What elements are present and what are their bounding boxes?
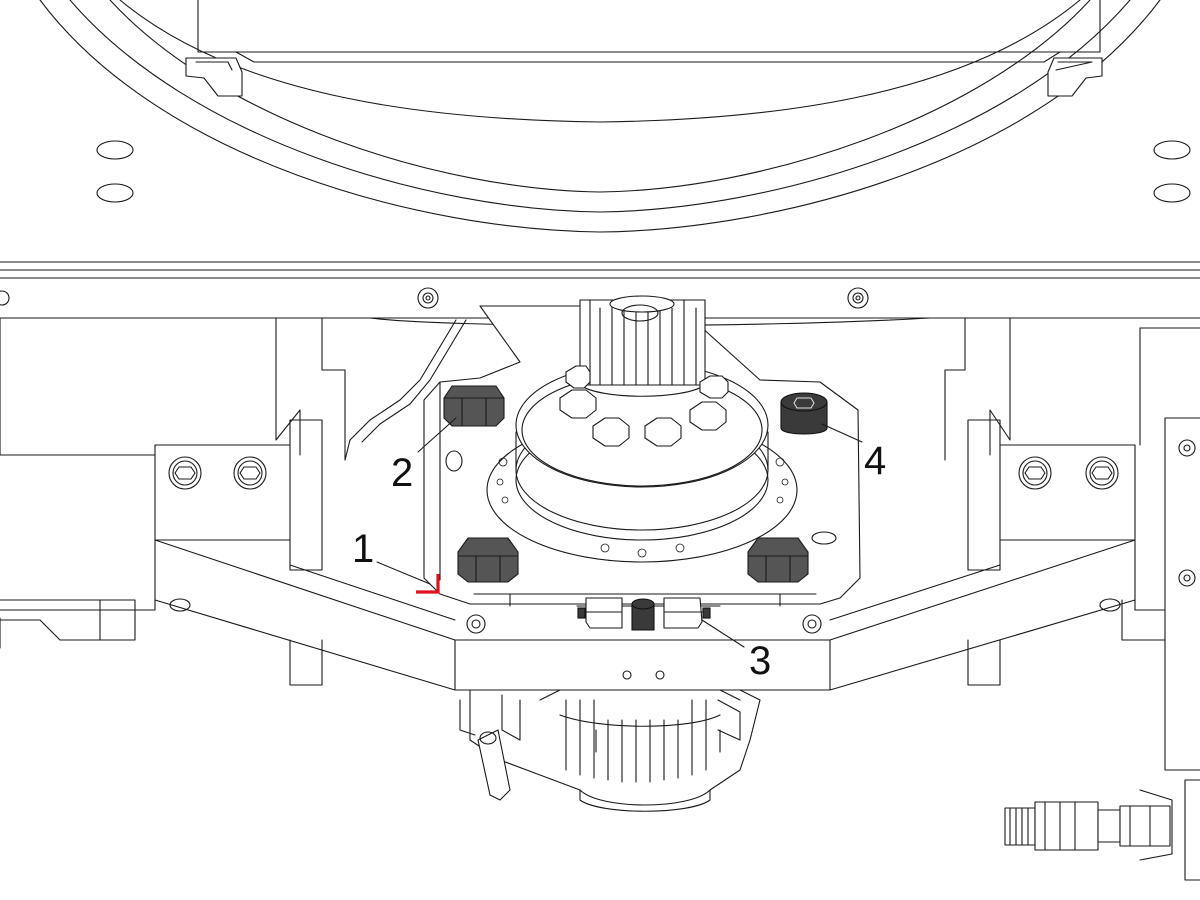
socket-screw-left-1-icon <box>168 456 202 490</box>
carriage-body <box>154 539 1136 691</box>
callout-3: 3 <box>749 639 771 683</box>
edge-highlight-marker <box>416 574 440 594</box>
hub-bolt-icon <box>644 417 682 447</box>
carriage-screw-left-icon <box>466 614 486 634</box>
leader-line-2 <box>417 417 457 453</box>
side-screw-upper-icon <box>1178 439 1196 457</box>
side-screw-lower-icon <box>1178 569 1196 587</box>
set-screw-icon <box>631 598 655 631</box>
drive-motor <box>459 689 761 812</box>
socket-screw-left-2-icon <box>233 456 267 490</box>
callout-1: 1 <box>352 527 374 571</box>
hex-bolt-top-left-icon <box>443 385 505 427</box>
socket-screw-right-2-icon <box>1085 456 1119 490</box>
rail-screw-left-edge-icon <box>0 290 10 306</box>
callout-4: 4 <box>864 439 886 483</box>
hub-bolts <box>559 365 729 447</box>
motor-flange <box>486 362 798 563</box>
clamp-block-left-icon <box>585 597 623 629</box>
rail-screw-right-icon <box>847 287 869 309</box>
rail-screw-left-icon <box>417 287 439 309</box>
quick-coupling-fitting-icon <box>1004 779 1200 881</box>
clamp-assembly <box>576 597 721 631</box>
left-frame <box>0 317 346 686</box>
socket-screw-right-1-icon <box>1018 456 1052 490</box>
hex-bolt-bottom-left-icon <box>457 537 519 583</box>
socket-head-cap-screw-icon <box>780 392 828 435</box>
motor-fitting-icon <box>477 729 511 801</box>
hub-bolt-icon <box>689 401 727 431</box>
hub-bolt-icon <box>565 365 591 389</box>
hub-bolt-icon <box>592 417 630 447</box>
right-frame <box>944 317 1200 771</box>
pinion-gear-icon <box>579 295 706 397</box>
hex-bolt-bottom-right-icon <box>747 537 809 583</box>
base-plate-holes <box>96 140 1191 203</box>
hub-bolt-icon <box>699 375 729 399</box>
leader-lines <box>376 417 863 648</box>
rotary-table <box>0 0 1200 263</box>
leader-line-3 <box>701 619 745 648</box>
leader-line-4 <box>821 423 863 443</box>
clamp-block-right-icon <box>663 597 703 629</box>
callout-2: 2 <box>391 451 413 495</box>
leader-line-1 <box>376 561 431 585</box>
carriage-screw-right-icon <box>802 614 822 634</box>
hub-bolt-icon <box>559 389 597 419</box>
